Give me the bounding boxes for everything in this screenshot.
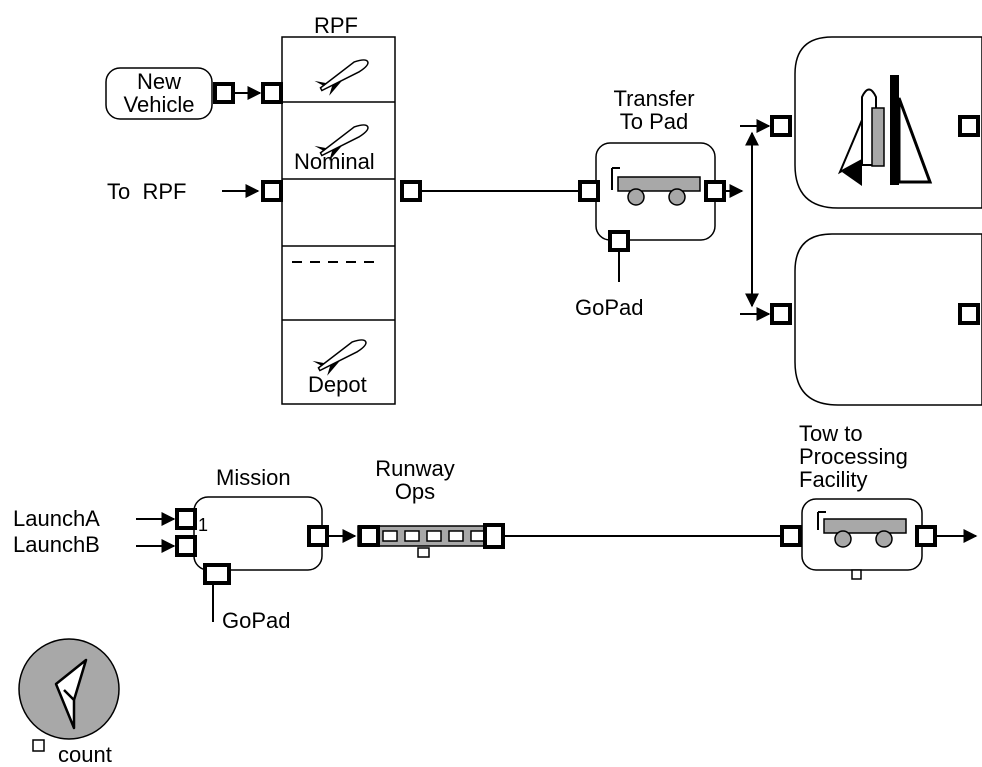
runway-title-line2: Ops bbox=[394, 479, 436, 504]
input-port[interactable] bbox=[175, 535, 197, 557]
input-port[interactable] bbox=[175, 508, 197, 530]
transfer-gopad-label: GoPad bbox=[575, 295, 644, 320]
new-vehicle-label-line2: Vehicle bbox=[123, 92, 195, 117]
tow-title-line3: Facility bbox=[799, 467, 868, 492]
input-port[interactable] bbox=[770, 303, 792, 325]
transfer-title-line1: Transfer bbox=[613, 86, 695, 111]
output-port[interactable] bbox=[400, 180, 422, 202]
output-port[interactable] bbox=[213, 82, 235, 104]
runway-title-line1: Runway bbox=[375, 456, 455, 481]
tow-title-line2: Processing bbox=[799, 444, 908, 469]
input-port[interactable] bbox=[261, 180, 283, 202]
output-port[interactable] bbox=[32, 739, 45, 752]
input-port[interactable] bbox=[770, 115, 792, 137]
rpf-nominal-label: Nominal bbox=[294, 149, 375, 174]
input-port[interactable] bbox=[780, 525, 802, 547]
output-port[interactable] bbox=[915, 525, 937, 547]
new-vehicle-block[interactable] bbox=[105, 67, 213, 120]
new-vehicle-label-line1: New bbox=[136, 69, 181, 94]
runway-ops-block[interactable] bbox=[357, 523, 505, 558]
counter-label: count bbox=[58, 742, 112, 767]
control-port[interactable] bbox=[203, 563, 231, 585]
launch-b-label: LaunchB bbox=[13, 532, 100, 557]
mission-block[interactable] bbox=[193, 496, 323, 571]
tow-title-line1: Tow to bbox=[799, 421, 863, 446]
shuttle-on-pad-icon bbox=[837, 75, 933, 186]
launch-a-label: LaunchA bbox=[13, 506, 100, 531]
output-port[interactable] bbox=[307, 525, 329, 547]
control-port[interactable] bbox=[851, 569, 862, 580]
tow-to-processing-facility-block[interactable] bbox=[801, 498, 923, 571]
to-rpf-label: To RPF bbox=[107, 179, 187, 204]
launch-pad-a-block[interactable] bbox=[794, 36, 982, 209]
transfer-title-line2: To Pad bbox=[619, 109, 689, 134]
flatbed-truck-icon bbox=[611, 167, 701, 206]
mission-gopad-label: GoPad bbox=[222, 608, 291, 633]
control-port[interactable] bbox=[608, 230, 630, 252]
launch-pad-b-block[interactable] bbox=[794, 233, 982, 406]
output-port[interactable] bbox=[958, 303, 980, 325]
rpf-depot-label: Depot bbox=[308, 372, 367, 397]
output-port[interactable] bbox=[958, 115, 980, 137]
mission-port-number: 1 bbox=[198, 515, 209, 535]
rpf-title: RPF bbox=[314, 13, 358, 38]
mission-title: Mission bbox=[216, 465, 291, 490]
input-port[interactable] bbox=[578, 180, 600, 202]
flatbed-truck-icon bbox=[817, 511, 907, 548]
pointer-arrow-icon bbox=[54, 658, 88, 730]
input-port[interactable] bbox=[261, 82, 283, 104]
rpf-block[interactable] bbox=[281, 36, 396, 405]
output-port[interactable] bbox=[704, 180, 726, 202]
